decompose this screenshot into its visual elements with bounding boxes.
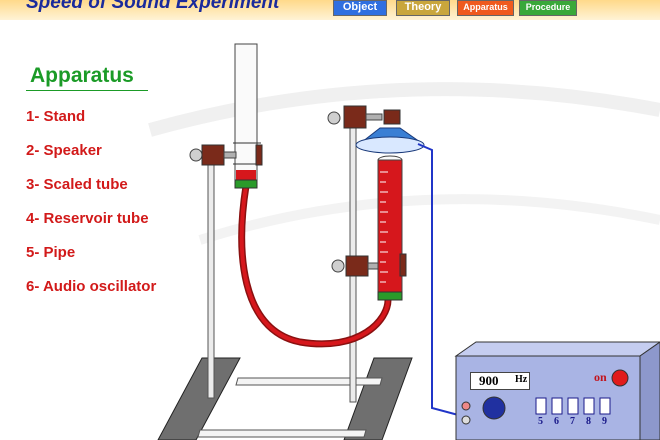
- power-label: on: [594, 370, 607, 384]
- key-5[interactable]: [535, 397, 547, 415]
- rubber-pipe-highlight: [239, 185, 390, 346]
- part-audio-oscillator: 6- Audio oscillator: [26, 278, 157, 295]
- audio-oscillator: [454, 341, 660, 440]
- section-title: Apparatus: [30, 64, 134, 87]
- key-7[interactable]: [567, 397, 579, 415]
- frequency-value: 900: [479, 373, 499, 388]
- part-stand: 1- Stand: [26, 108, 86, 125]
- power-button[interactable]: [611, 369, 629, 387]
- key-label-8: 8: [586, 416, 591, 427]
- frequency-display: 900 Hz: [470, 372, 530, 390]
- key-label-6: 6: [554, 416, 559, 427]
- part-scaled-tube: 3- Scaled tube: [26, 176, 128, 193]
- tab-apparatus[interactable]: Apparatus: [457, 0, 514, 16]
- tab-procedure[interactable]: Procedure: [519, 0, 577, 16]
- key-label-7: 7: [570, 416, 575, 427]
- terminal-red: [461, 401, 471, 411]
- key-label-5: 5: [538, 416, 543, 427]
- parts-list: 1- Stand 2- Speaker 3- Scaled tube 4- Re…: [26, 108, 156, 312]
- oscillator-wire: [417, 143, 463, 417]
- stand-rod-left: [207, 147, 215, 399]
- speaker: [355, 127, 425, 154]
- page-title: Speed of Sound Experiment: [26, 0, 280, 13]
- clamp-speaker: [327, 105, 401, 129]
- part-reservoir-tube: 4- Reservoir tube: [26, 210, 149, 227]
- scaled-tube: [233, 43, 261, 189]
- background-swoosh: [148, 82, 660, 137]
- key-9[interactable]: [599, 397, 611, 415]
- section-underline: [26, 90, 148, 91]
- tab-theory[interactable]: Theory: [396, 0, 450, 16]
- key-label-9: 9: [602, 416, 607, 427]
- key-6[interactable]: [551, 397, 563, 415]
- reservoir-tube: [377, 155, 403, 301]
- part-speaker: 2- Speaker: [26, 142, 102, 159]
- background-swoosh: [198, 194, 660, 245]
- clamp-left: [189, 144, 263, 166]
- key-8[interactable]: [583, 397, 595, 415]
- frequency-knob[interactable]: [482, 396, 506, 420]
- stand-base: [157, 357, 413, 440]
- tab-object[interactable]: Object: [333, 0, 387, 16]
- part-pipe: 5- Pipe: [26, 244, 76, 261]
- frequency-unit: Hz: [515, 374, 528, 385]
- terminal-ground: [461, 415, 471, 425]
- clamp-reservoir: [331, 253, 407, 277]
